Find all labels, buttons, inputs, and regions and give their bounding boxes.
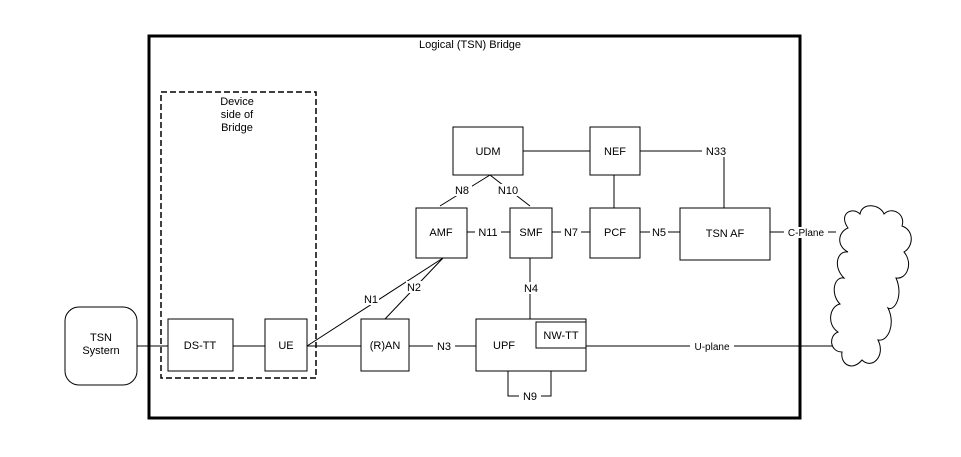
n9-label: N9 xyxy=(523,391,537,403)
tsn-system-node xyxy=(64,306,138,386)
device-side-label-2: side of xyxy=(221,109,254,121)
n4-label: N4 xyxy=(524,283,538,295)
nw-tt-node xyxy=(535,321,587,349)
ran-label: (R)AN xyxy=(370,340,401,352)
upf-label: UPF xyxy=(493,340,515,352)
udm-node xyxy=(452,126,524,176)
ds-tt-label: DS-TT xyxy=(184,340,217,352)
smf-label: SMF xyxy=(519,227,543,239)
device-side-label-1: Device xyxy=(220,96,254,108)
n33-label: N33 xyxy=(706,146,726,158)
n7-label: N7 xyxy=(564,227,578,239)
ue-node xyxy=(264,318,308,372)
device-side-label-3: Bridge xyxy=(221,122,253,134)
pcf-label: PCF xyxy=(604,227,626,239)
smf-node xyxy=(509,207,553,259)
u-plane-label: U-plane xyxy=(694,342,729,353)
ue-label: UE xyxy=(278,340,293,352)
amf-label: AMF xyxy=(429,227,453,239)
ran-node xyxy=(360,318,410,372)
nef-label: NEF xyxy=(604,146,626,158)
n10-label: N10 xyxy=(498,185,518,197)
pcf-node xyxy=(589,207,641,259)
n3-label: N3 xyxy=(437,341,451,353)
n11-label: N11 xyxy=(478,227,497,239)
c-plane-label: C-Plane xyxy=(788,228,825,239)
tsn-af-label: TSN AF xyxy=(706,228,745,240)
tsn-system-label-1: TSN xyxy=(90,332,112,344)
nef-node xyxy=(589,126,641,176)
tsn-system-label-2: Systern xyxy=(82,345,119,357)
n8-label: N8 xyxy=(455,185,469,197)
bridge-title: Logical (TSN) Bridge xyxy=(419,39,521,51)
n1-label: N1 xyxy=(364,294,378,306)
nw-tt-label: NW-TT xyxy=(543,330,579,342)
amf-node xyxy=(415,207,468,259)
device-side-border xyxy=(160,91,317,379)
ds-tt-node xyxy=(167,318,234,372)
n2-label: N2 xyxy=(407,282,421,294)
udm-label: UDM xyxy=(475,146,500,158)
data-network-cloud xyxy=(830,205,912,367)
tsn-af-node xyxy=(679,207,771,261)
n5-label: N5 xyxy=(652,227,666,239)
interface-labels: N1 N2 N3 N4 N5 N7 N8 N9 N10 N11 N33 C-Pl… xyxy=(363,145,828,403)
